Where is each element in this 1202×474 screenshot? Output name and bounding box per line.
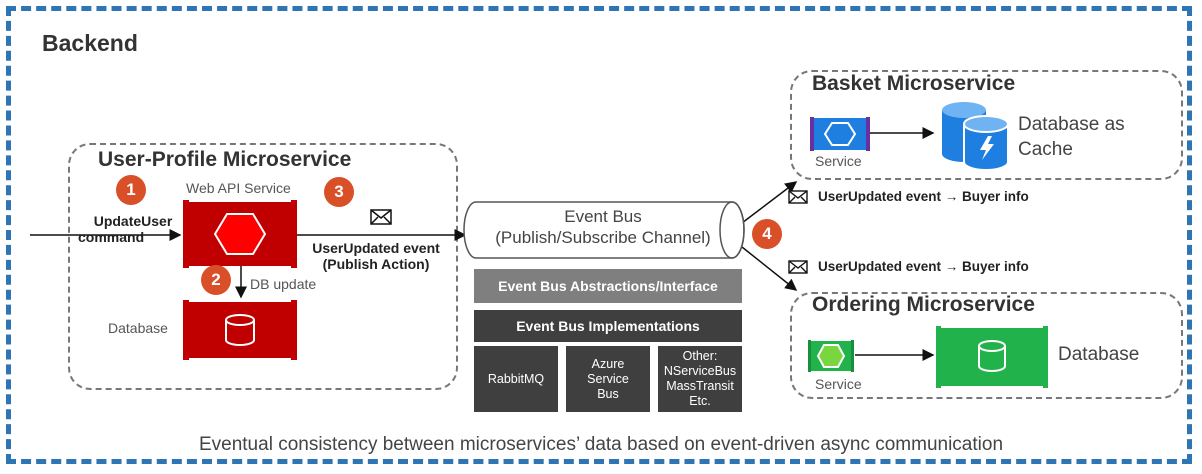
- impl-other-line-4: Etc.: [689, 394, 711, 408]
- basket-event-label: UserUpdated event → Buyer info: [818, 189, 1029, 204]
- database-label: Database: [108, 320, 168, 336]
- user-profile-database-block: [183, 300, 297, 360]
- ordering-event-label: UserUpdated event → Buyer info: [818, 259, 1029, 274]
- impl-rabbitmq: RabbitMQ: [474, 346, 558, 412]
- lightning-icon: [980, 136, 994, 160]
- ordering-service-label: Service: [815, 376, 862, 392]
- impl-azure-line-2: Service: [587, 371, 629, 386]
- publish-line-1: UserUpdated event: [312, 240, 440, 256]
- bus-to-ordering-arrow: [741, 246, 798, 291]
- database-icon: [978, 340, 1006, 372]
- basket-db-label: Database as Cache: [1018, 112, 1125, 162]
- command-line-1: UpdateUser: [93, 213, 173, 229]
- ordering-database-block: [936, 326, 1048, 388]
- hexagon-icon: [213, 213, 267, 255]
- impl-other-line-1: Other:: [682, 349, 718, 363]
- publish-event-label: UserUpdated event (Publish Action): [296, 240, 456, 272]
- ordering-service-block: [808, 340, 854, 372]
- update-user-command-label: UpdateUser command: [78, 213, 188, 245]
- event-bus-implementations-title: Event Bus Implementations: [474, 310, 742, 342]
- web-api-label: Web API Service: [186, 180, 291, 196]
- basket-service-label: Service: [815, 153, 862, 169]
- basket-db-line-1: Database as: [1018, 114, 1125, 135]
- mail-icon-ordering-event: [788, 260, 808, 274]
- basket-db-line-2: Cache: [1018, 139, 1073, 160]
- web-api-service-block: [183, 200, 297, 268]
- backend-frame: [6, 6, 1192, 464]
- bus-to-basket-arrow: [741, 181, 798, 224]
- command-line-2: command: [78, 229, 145, 245]
- step-3-badge: 3: [324, 177, 354, 207]
- user-profile-microservice-box: [68, 143, 458, 390]
- footer-caption: Eventual consistency between microservic…: [198, 434, 1004, 455]
- db-update-label: DB update: [250, 276, 317, 292]
- event-bus-cylinder: [463, 201, 745, 259]
- impl-azure-service-bus: Azure Service Bus: [566, 346, 650, 412]
- user-profile-title: User-Profile Microservice: [98, 148, 352, 171]
- basket-cache-database-icon: [942, 102, 1009, 170]
- impl-azure-line-3: Bus: [597, 386, 619, 401]
- ordering-title: Ordering Microservice: [812, 293, 1035, 316]
- hexagon-icon: [823, 122, 857, 146]
- impl-other-line-2: NServiceBus: [663, 364, 737, 378]
- basket-service-block: [810, 117, 870, 151]
- ordering-microservice-box: [790, 292, 1183, 399]
- publish-line-2: (Publish Action): [322, 256, 430, 272]
- mail-icon: [370, 209, 392, 225]
- impl-azure-line-1: Azure: [591, 356, 625, 371]
- step-1-badge: 1: [116, 175, 146, 205]
- hexagon-icon: [816, 344, 846, 368]
- backend-title: Backend: [42, 30, 138, 56]
- event-bus-line-2: (Publish/Subscribe Channel): [495, 228, 711, 247]
- step-2-badge: 2: [201, 265, 231, 295]
- event-bus-abstractions: Event Bus Abstractions/Interface: [474, 269, 742, 303]
- database-icon: [225, 314, 255, 346]
- mail-icon-basket-event: [788, 190, 808, 204]
- event-bus-line-1: Event Bus: [564, 207, 642, 226]
- event-bus-label: Event Bus (Publish/Subscribe Channel): [476, 206, 730, 248]
- basket-microservice-box: [790, 70, 1183, 180]
- step-4-badge: 4: [752, 219, 782, 249]
- impl-other: Other: NServiceBus MassTransit Etc.: [658, 346, 742, 412]
- basket-title: Basket Microservice: [812, 72, 1016, 95]
- impl-rabbitmq-label: RabbitMQ: [487, 371, 545, 386]
- ordering-db-label: Database: [1058, 344, 1140, 365]
- impl-other-line-3: MassTransit: [666, 379, 734, 393]
